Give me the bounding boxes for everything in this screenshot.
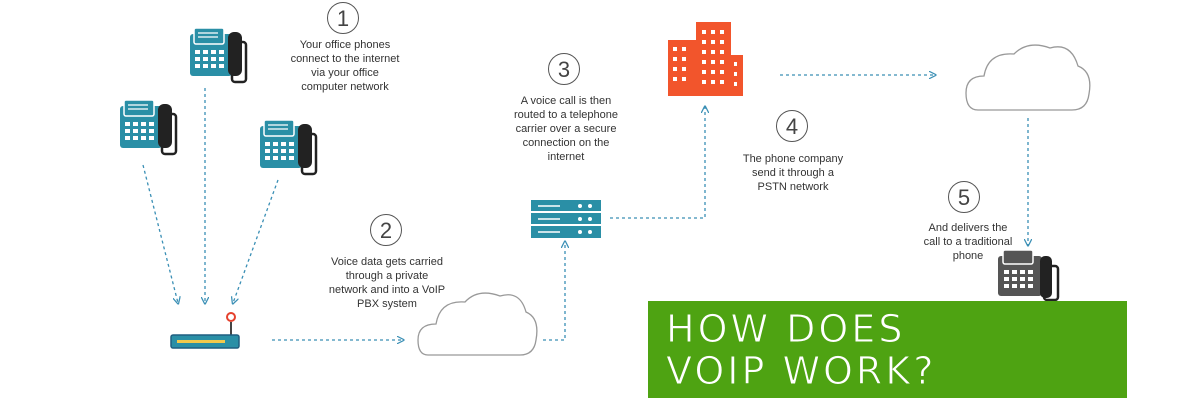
ip-phone-icon [118,98,178,156]
title-banner: HOW DOES VOIP WORK? [648,301,1127,398]
server-icon [531,200,601,238]
connector-arrows [142,75,1028,340]
step-4-text: The phone company send it through a PSTN… [742,153,844,193]
cloud-icon [417,292,538,356]
step-5-number: 5 [948,181,980,213]
step-5-text: And delivers the call to a traditional p… [923,222,1013,262]
step-2-text: Voice data gets carried through a privat… [328,256,446,310]
desk-phone-icon [998,249,1060,302]
building-icon [668,22,743,96]
step-3-text: A voice call is then routed to a telepho… [514,95,618,163]
cloud-icon [965,44,1091,111]
router-icon [170,312,240,349]
title-line-2: VOIP WORK? [665,349,937,394]
ip-phone-icon [258,118,318,176]
title-line-1: HOW DOES [665,307,906,352]
step-3-number: 3 [548,53,580,85]
step-1-number: 1 [327,2,359,34]
step-2-number: 2 [370,214,402,246]
step-4-number: 4 [776,110,808,142]
ip-phone-icon [188,26,248,84]
step-1-text: Your office phones connect to the intern… [290,39,400,93]
